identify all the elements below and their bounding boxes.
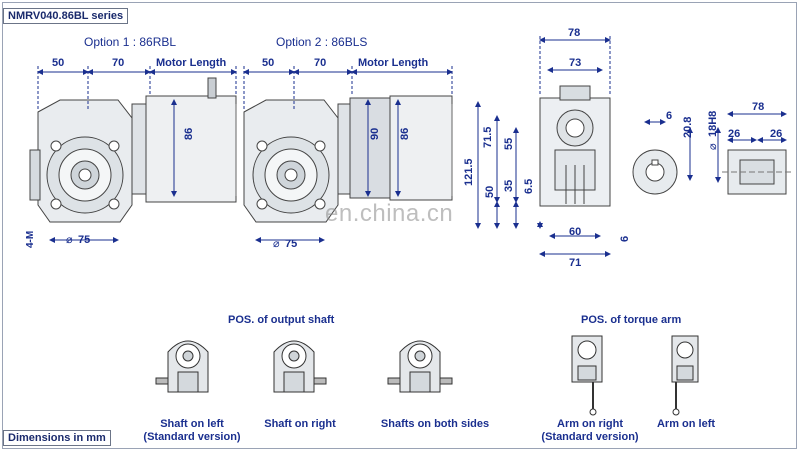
output-shaft-caption-right: Shaft on right <box>254 418 346 431</box>
torque-arm-title: POS. of torque arm <box>581 314 682 326</box>
option1-dia-flange: 75 <box>78 234 90 246</box>
caption-line1: Arm on right <box>557 418 623 430</box>
caption-line1: Shaft on right <box>264 418 336 430</box>
option1-dia-flange-symbol: ⌀ <box>66 234 73 246</box>
option2-motor-length: Motor Length <box>358 57 429 69</box>
shaft-end-view <box>632 149 678 195</box>
output-shaft-left-icon <box>155 340 209 393</box>
caption-line1: Shaft on left <box>160 418 224 430</box>
side-h-b: 55 <box>503 138 515 150</box>
shaft-seg-b: 26 <box>770 128 782 140</box>
output-shaft-title: POS. of output shaft <box>228 314 335 326</box>
output-shaft-right-icon <box>273 340 327 393</box>
side-h-d: 35 <box>503 180 515 192</box>
side-h-total: 121.5 <box>463 158 475 186</box>
option1-motor-length: Motor Length <box>156 57 227 69</box>
option2-dia-a: 90 <box>369 128 381 140</box>
option1-gearbox <box>29 99 133 223</box>
torque-arm-caption-right: Arm on right (Standard version) <box>530 418 650 444</box>
side-w-shaft: 73 <box>569 57 581 69</box>
option1-title: Option 1 : 86RBL <box>84 35 176 49</box>
series-title: NMRV040.86BL series <box>3 8 129 24</box>
option1-dimensions <box>37 66 237 243</box>
shaft-depth: 20.8 <box>682 117 694 138</box>
option1-dia-body: 86 <box>183 128 195 140</box>
watermark: en.china.cn <box>325 200 454 227</box>
shaft-key: 6 <box>666 110 672 122</box>
side-w-base-a: 60 <box>569 226 581 238</box>
option2-gearbox <box>243 99 339 223</box>
option2-title: Option 2 : 86BLS <box>276 35 367 49</box>
option2-dia-b: 86 <box>399 128 411 140</box>
side-h-e: 6.5 <box>523 179 535 194</box>
side-h-c: 50 <box>484 186 496 198</box>
torque-arm-left-icon <box>671 335 699 416</box>
option1-dim-b: 70 <box>112 57 124 69</box>
option2-motor <box>337 95 453 201</box>
shaft-side-view <box>722 149 792 195</box>
option2-dim-b: 70 <box>314 57 326 69</box>
caption-line2: (Standard version) <box>143 431 241 443</box>
side-w-top: 78 <box>568 27 580 39</box>
option2-dim-a: 50 <box>262 57 274 69</box>
output-shaft-caption-left: Shaft on left (Standard version) <box>132 418 252 444</box>
shaft-seg-a: 26 <box>728 128 740 140</box>
side-w-base-b: 71 <box>569 257 581 269</box>
shaft-bore-symbol: ⌀ <box>707 143 719 150</box>
option2-dia-flange-symbol: ⌀ <box>273 238 280 250</box>
units-note: Dimensions in mm <box>3 430 111 446</box>
option2-dimensions <box>243 66 453 243</box>
option1-motor <box>131 77 237 203</box>
torque-arm-right-icon <box>571 335 603 416</box>
shaft-dimensions <box>644 111 787 183</box>
side-dia-partial: 6 <box>619 236 631 242</box>
shaft-bore: 18H8 <box>707 111 719 137</box>
caption-line1: Shafts on both sides <box>380 418 490 430</box>
option2-dia-flange: 75 <box>285 238 297 250</box>
side-view-dimensions <box>475 36 611 257</box>
side-h-a: 71.5 <box>482 127 494 148</box>
output-shaft-caption-both: Shafts on both sides <box>368 418 502 431</box>
torque-arm-caption-left: Arm on left <box>648 418 724 431</box>
caption-line1: Arm on left <box>656 418 716 430</box>
shaft-length: 78 <box>752 101 764 113</box>
option1-hole-note: 4-M <box>25 231 36 248</box>
side-view-body <box>539 85 611 207</box>
option1-dim-a: 50 <box>52 57 64 69</box>
output-shaft-both-icon <box>387 340 453 393</box>
caption-line2: (Standard version) <box>541 431 639 443</box>
